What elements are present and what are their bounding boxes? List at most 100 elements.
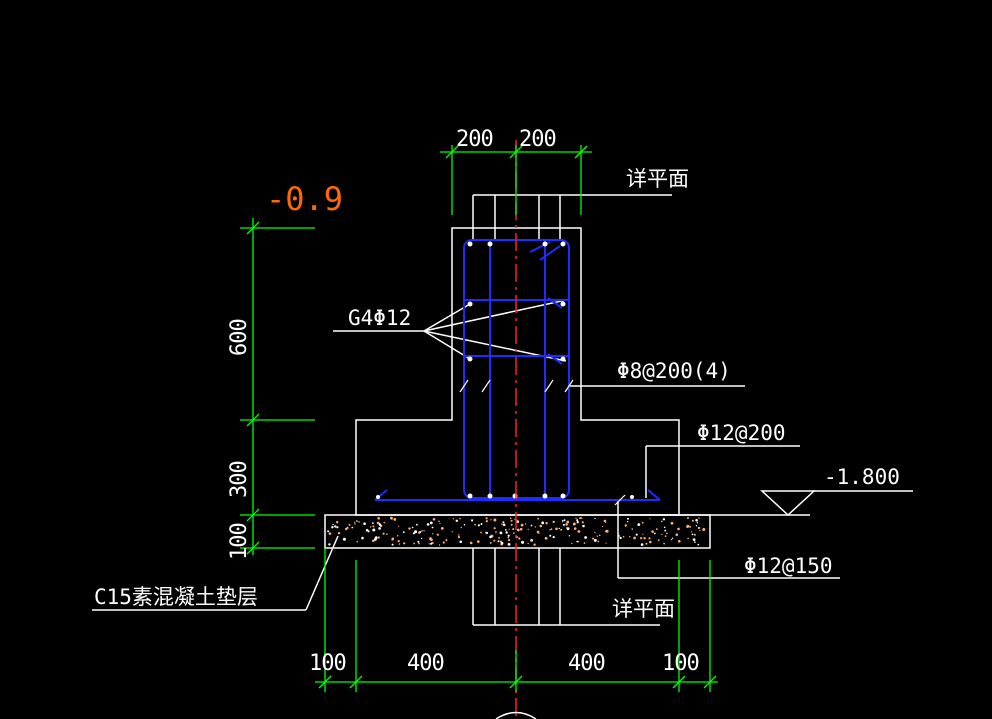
aggregate-dot — [383, 521, 386, 524]
aggregate-dot — [393, 518, 397, 521]
aggregate-dot — [493, 518, 497, 522]
aggregate-dot — [504, 529, 507, 531]
aggregate-dot — [594, 517, 596, 520]
label-detail-top: 详平面 — [626, 167, 689, 191]
aggregate-dot — [440, 527, 444, 530]
aggregate-dot — [354, 523, 356, 525]
aggregate-dot — [512, 528, 515, 531]
aggregate-dot — [677, 527, 680, 531]
aggregate-dot — [356, 541, 358, 543]
dim-text-top-left: 200 — [456, 127, 493, 152]
aggregate-dot — [501, 523, 503, 525]
aggregate-dot — [622, 535, 625, 538]
aggregate-dot — [572, 522, 576, 526]
aggregate-dot — [391, 543, 394, 546]
aggregate-dot — [328, 532, 332, 535]
aggregate-dot — [552, 536, 555, 539]
aggregate-dot — [455, 519, 458, 522]
aggregate-dot — [702, 528, 706, 531]
aggregate-dot — [571, 542, 573, 545]
aggregate-dot — [372, 528, 376, 532]
aggregate-dot — [344, 527, 348, 531]
aggregate-dot — [550, 528, 553, 530]
aggregate-dot — [372, 539, 375, 543]
aggregate-dot — [686, 525, 689, 529]
aggregate-dot — [691, 519, 694, 522]
aggregate-dot — [579, 517, 582, 520]
aggregate-dot — [664, 529, 667, 532]
aggregate-dot — [649, 540, 652, 544]
aggregate-dot — [474, 523, 476, 526]
footing-profile — [355, 227, 680, 516]
aggregate-dot — [534, 526, 536, 528]
aggregate-dot — [358, 521, 360, 523]
aggregate-dot — [417, 540, 420, 543]
aggregate-dot — [495, 531, 497, 533]
aggregate-dot — [413, 542, 416, 545]
aggregate-dot — [624, 524, 627, 527]
aggregate-dot — [509, 517, 512, 520]
aggregate-dot — [398, 525, 400, 527]
aggregate-dot — [566, 520, 570, 524]
aggregate-dot — [663, 526, 666, 529]
label-elevation-bottom: -1.800 — [824, 465, 900, 489]
aggregate-dot — [576, 540, 578, 543]
label-detail-bottom: 详平面 — [612, 597, 675, 621]
aggregate-dot — [537, 517, 540, 520]
aggregate-dot — [477, 540, 480, 543]
aggregate-dot — [502, 523, 506, 527]
aggregate-dot — [377, 517, 381, 520]
aggregate-dot — [670, 521, 674, 525]
aggregate-dot — [545, 522, 548, 525]
aggregate-dot — [544, 536, 548, 540]
aggregate-dot — [485, 520, 488, 523]
aggregate-dot — [584, 536, 587, 539]
aggregate-dot — [480, 531, 482, 534]
aggregate-dot — [626, 521, 629, 523]
aggregate-dot — [562, 520, 564, 522]
label-cushion: C15素混凝土垫层 — [94, 585, 258, 609]
cushion-aggregate-pattern — [327, 516, 706, 546]
aggregate-dot — [457, 535, 460, 539]
aggregate-dot — [429, 521, 433, 525]
aggregate-dot — [539, 524, 543, 528]
aggregate-dot — [459, 517, 461, 520]
aggregate-dot — [602, 526, 604, 528]
aggregate-dot — [507, 543, 511, 546]
aggregate-dot — [657, 539, 660, 542]
dimension-texts: 200 200 600 300 100 100 400 400 100 — [227, 127, 700, 676]
cushion-pointer — [305, 535, 339, 611]
aggregate-dot — [439, 522, 441, 525]
aggregate-dot — [507, 534, 510, 537]
aggregate-dot — [582, 524, 585, 528]
aggregate-dot — [597, 540, 600, 543]
aggregate-dot — [635, 533, 638, 536]
aggregate-dot — [651, 530, 654, 533]
aggregate-dot — [508, 539, 511, 542]
footing-outline — [92, 194, 913, 626]
label-base-rebar-upper: Φ12@200 — [697, 421, 786, 445]
aggregate-dot — [332, 523, 334, 526]
aggregate-dot — [348, 523, 351, 526]
aggregate-dot — [386, 533, 388, 535]
aggregate-dot — [342, 537, 346, 541]
aggregate-dot — [460, 526, 462, 529]
aggregate-dot — [458, 534, 460, 536]
aggregate-dot — [689, 525, 691, 528]
aggregate-dot — [438, 520, 440, 522]
aggregate-dot — [693, 533, 696, 536]
aggregate-dot — [420, 537, 423, 540]
aggregate-dot — [351, 526, 354, 529]
aggregate-dot — [463, 524, 466, 526]
aggregate-dot — [428, 543, 430, 545]
dim-text-bottom-c: 400 — [568, 651, 605, 676]
aggregate-dot — [562, 523, 565, 526]
tie-hook — [547, 297, 563, 365]
aggregate-dot — [442, 541, 445, 544]
concrete-cushion — [324, 514, 711, 549]
aggregate-dot — [573, 527, 577, 530]
dim-text-height-pad: 100 — [227, 523, 252, 560]
aggregate-dot — [594, 531, 596, 534]
